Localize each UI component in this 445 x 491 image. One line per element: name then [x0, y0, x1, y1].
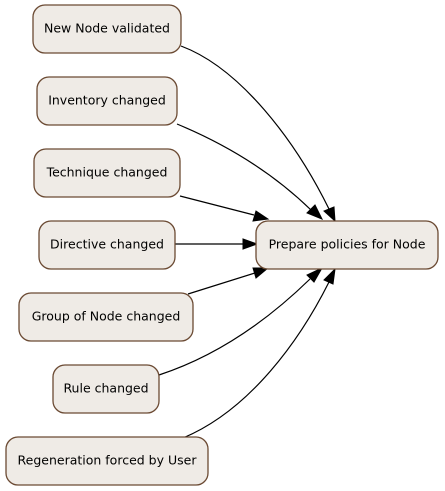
node-new-node-validated: New Node validated [32, 4, 182, 54]
node-regeneration-forced-by-user: Regeneration forced by User [5, 436, 209, 486]
node-group-of-node-changed: Group of Node changed [18, 292, 194, 342]
node-label: New Node validated [44, 21, 170, 36]
node-rule-changed: Rule changed [52, 364, 160, 414]
edge-group-of-node-changed [187, 267, 270, 295]
edge-rule-changed [158, 266, 324, 376]
node-label: Directive changed [50, 237, 164, 252]
edge-inventory-changed [176, 123, 324, 220]
node-inventory-changed: Inventory changed [36, 76, 178, 126]
node-label: Rule changed [63, 381, 148, 396]
edge-directive-changed [175, 238, 259, 250]
node-label: Group of Node changed [32, 309, 181, 324]
edges [158, 45, 336, 439]
node-label: Regeneration forced by User [18, 453, 198, 468]
node-label: Prepare policies for Node [269, 237, 426, 252]
node-directive-changed: Directive changed [38, 220, 176, 270]
edge-technique-changed [179, 195, 270, 222]
edge-regeneration-forced-by-user [182, 267, 336, 439]
node-label: Technique changed [46, 165, 168, 180]
edge-new-node-validated [180, 45, 336, 223]
node-prepare-policies-for-node: Prepare policies for Node [255, 220, 439, 270]
node-technique-changed: Technique changed [33, 148, 181, 198]
node-label: Inventory changed [48, 93, 166, 108]
